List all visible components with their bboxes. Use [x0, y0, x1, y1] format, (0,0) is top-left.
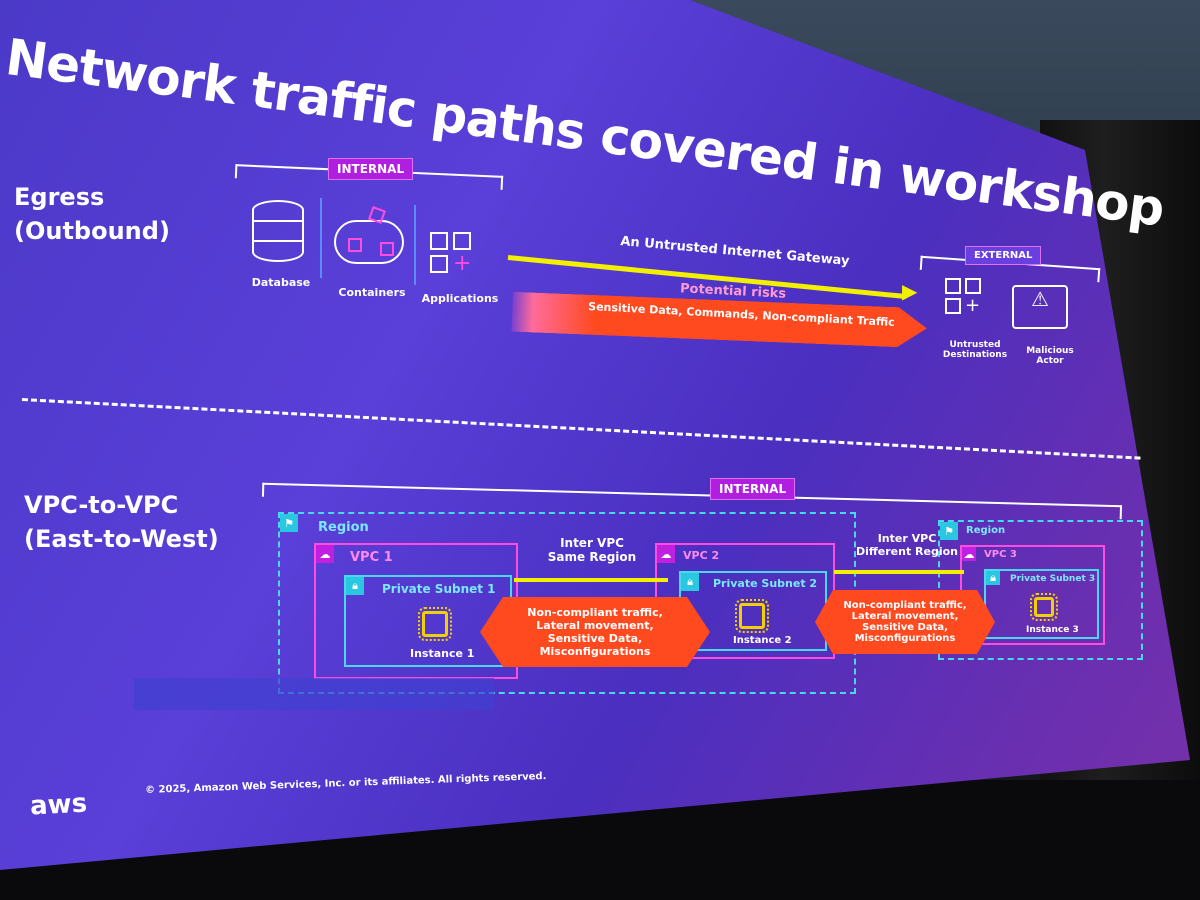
external-tag: EXTERNAL	[965, 246, 1042, 265]
risk-hexagon-1: Non-compliant traffic, Lateral movement,…	[480, 597, 710, 667]
vpc-2-label: VPC 2	[683, 549, 720, 562]
applications-label: Applications	[421, 292, 499, 305]
divider	[414, 205, 416, 285]
cloud-lock-icon: ☁	[962, 547, 976, 561]
private-subnet-1: 🔒︎ Private Subnet 1 Instance 1	[344, 575, 512, 667]
lock-icon: 🔒︎	[681, 573, 699, 591]
instance-chip-icon	[735, 599, 769, 633]
egress-label: Egress (Outbound)	[14, 180, 170, 248]
subnet-label: Private Subnet 2	[713, 577, 818, 590]
link-same-region-label: Inter VPC Same Region	[547, 536, 637, 564]
cloud-lock-icon: ☁	[657, 545, 675, 563]
instance-label: Instance 2	[733, 635, 792, 646]
database-icon	[252, 200, 304, 262]
vpc-label-line1: VPC-to-VPC	[24, 491, 179, 519]
untrusted-destinations-label: Untrusted Destinations	[942, 340, 1008, 360]
vpc-1-label: VPC 1	[350, 550, 393, 565]
instance-chip-icon	[418, 607, 452, 641]
subnet-label: Private Subnet 3	[1010, 574, 1096, 584]
vpc-to-vpc-label: VPC-to-VPC (East-to-West)	[24, 488, 219, 556]
malicious-actor-label: Malicious Actor	[1026, 346, 1074, 366]
vpc-label-line2: (East-to-West)	[24, 525, 219, 553]
containers-label: Containers	[338, 286, 406, 299]
inter-vpc-different-region-arrow	[834, 570, 964, 574]
internal-tag: INTERNAL	[710, 478, 796, 500]
link-diff-region-label: Inter VPC Different Region	[855, 532, 959, 558]
projector-artifact	[134, 678, 494, 710]
instance-label: Instance 1	[410, 647, 475, 660]
divider	[320, 198, 322, 278]
egress-label-line2: (Outbound)	[14, 217, 170, 245]
applications-icon: +	[430, 232, 471, 275]
untrusted-destinations-icon: +	[945, 278, 981, 315]
inter-vpc-same-region-arrow	[514, 578, 668, 582]
flag-icon: ⚑	[940, 522, 958, 540]
internal-tag: INTERNAL	[328, 158, 414, 180]
egress-label-line1: Egress	[14, 183, 105, 211]
vpc-3-label: VPC 3	[984, 549, 1017, 560]
vpc-1: ☁ VPC 1 🔒︎ Private Subnet 1 Instance 1	[314, 543, 518, 679]
containers-icon	[334, 206, 404, 264]
malicious-actor-icon: ⚠	[1012, 285, 1068, 329]
flag-icon: ⚑	[280, 514, 298, 532]
database-label: Database	[251, 276, 311, 289]
aws-logo: aws	[29, 788, 88, 822]
region-label: Region	[318, 520, 369, 535]
region-label: Region	[966, 525, 1006, 536]
instance-chip-icon	[1030, 593, 1058, 621]
subnet-label: Private Subnet 1	[382, 582, 496, 596]
lock-icon: 🔒︎	[986, 571, 1000, 585]
lock-icon: 🔒︎	[346, 577, 364, 595]
risk-hexagon-2: Non-compliant traffic, Lateral movement,…	[815, 590, 995, 654]
arrow-head-icon: ▶	[902, 279, 918, 303]
private-subnet-3: 🔒︎ Private Subnet 3 Instance 3	[984, 569, 1099, 639]
instance-label: Instance 3	[1026, 625, 1079, 635]
cloud-lock-icon: ☁	[316, 545, 334, 563]
